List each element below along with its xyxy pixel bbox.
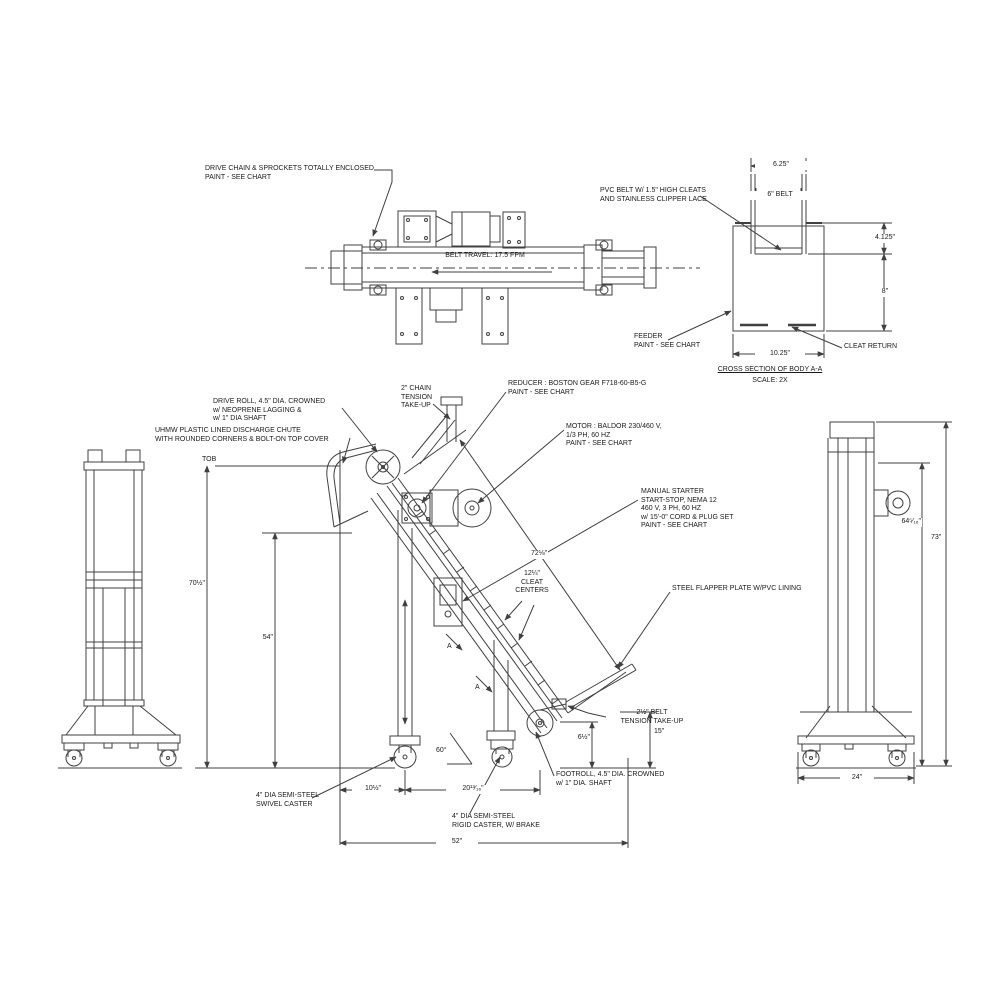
- note-reducer: REDUCER : BOSTON GEAR F718-60-B5-G PAINT…: [508, 380, 647, 396]
- note-chain-takeup: 2" CHAIN TENSION TAKE-UP: [401, 385, 433, 409]
- note-feeder: FEEDER PAINT - SEE CHART: [634, 333, 701, 349]
- section-marker-a2: A: [474, 684, 481, 693]
- dim-roll-offset: 20¹³⁄₁₆": [446, 785, 500, 794]
- dim-roll-height: 6½": [577, 734, 590, 741]
- note-starter: MANUAL STARTER START-STOP, NEMA 12 460 V…: [641, 488, 734, 529]
- note-footroll: FOOTROLL, 4.5" DIA. CROWNED w/ 1" DIA. S…: [556, 771, 665, 787]
- tob-label: TOB: [202, 456, 217, 463]
- note-motor: MOTOR : BALDOR 230/460 V, 1/3 PH, 60 HZ …: [566, 423, 662, 447]
- dim-incline-angle: 60°: [436, 747, 447, 754]
- dim-body-width: 10.25": [755, 350, 805, 359]
- dim-overall-length: 52": [436, 838, 478, 847]
- dim-belt-width: 6" BELT: [748, 191, 812, 200]
- dim-side-height-belt: 64⁵⁄₁₆": [890, 518, 922, 527]
- dim-overall-height: 70½": [178, 580, 206, 589]
- note-swivel-caster: 4" DIA SEMI-STEEL SWIVEL CASTER: [256, 792, 320, 808]
- cross-section-scale: SCALE: 2X: [752, 377, 788, 384]
- note-rigid-caster: 4" DIA SEMI-STEEL RIGID CASTER, W/ BRAKE: [452, 813, 540, 829]
- dim-top-opening: 6.25": [755, 161, 807, 170]
- note-cleat-return: CLEAT RETURN: [844, 343, 898, 350]
- dim-belt-depth: 4.125": [858, 234, 912, 243]
- cross-section-title: CROSS SECTION OF BODY A-A: [717, 366, 823, 373]
- note-drive-roll: DRIVE ROLL, 4.5" DIA. CROWNED w/ NEOPREN…: [213, 398, 326, 422]
- note-discharge-chute: UHMW PLASTIC LINED DISCHARGE CHUTE WITH …: [155, 427, 329, 443]
- dim-infeed-height: 54": [248, 634, 274, 643]
- dim-base-width: 24": [840, 774, 874, 783]
- dim-caster-offset: 10½": [352, 785, 394, 794]
- note-pvc-belt: PVC BELT W/ 1.5" HIGH CLEATS AND STAINLE…: [600, 187, 707, 203]
- note-flapper: STEEL FLAPPER PLATE W/PVC LINING: [672, 585, 802, 592]
- dim-body-height: 8": [870, 288, 900, 297]
- dim-belt-length: 72⅛": [530, 550, 549, 559]
- note-drive-chain: DRIVE CHAIN & SPROCKETS TOTALLY ENCLOSED…: [205, 165, 374, 181]
- belt-travel-label: BELT TRAVEL: 17.5 FPM: [445, 252, 525, 259]
- dim-side-height-overall: 73": [930, 534, 943, 543]
- dim-foot-takeup: 2½" BELT TENSION TAKE-UP: [620, 709, 684, 725]
- dim-foot-height: 15": [654, 728, 665, 735]
- dim-cleat-centers: 12¼" CLEAT CENTERS: [515, 570, 549, 594]
- section-marker-a1: A: [446, 643, 453, 652]
